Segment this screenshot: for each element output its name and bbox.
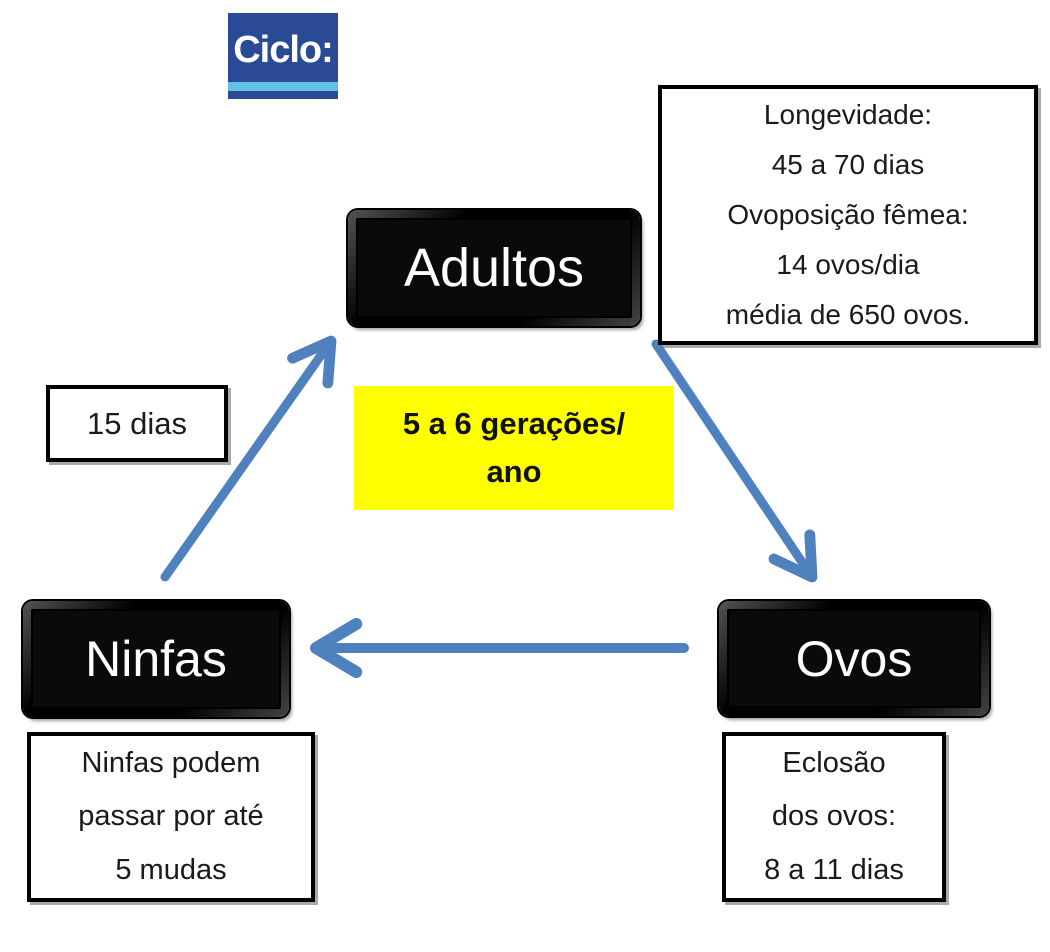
- diagram-title-badge: Ciclo:: [228, 13, 338, 99]
- title-underline-stripe: [228, 82, 338, 91]
- longevity-line: 14 ovos/dia: [776, 248, 920, 280]
- diagram-title: Ciclo:: [233, 29, 334, 71]
- longevity-line: média de 650 ovos.: [725, 298, 971, 330]
- nymph-duration-label: 15 dias: [87, 405, 187, 441]
- longevity-callout: Longevidade: 45 a 70 dias Ovoposição fêm…: [658, 85, 1038, 345]
- ovos-info-callout: Eclosão dos ovos: 8 a 11 dias: [722, 732, 946, 902]
- node-ninfas: Ninfas: [23, 601, 289, 717]
- node-adultos-label: Adultos: [403, 238, 585, 298]
- ninfas-info-line: passar por até: [78, 800, 264, 833]
- generations-highlight: 5 a 6 gerações/ ano: [354, 386, 674, 510]
- ovos-info-line: Eclosão: [782, 746, 886, 779]
- longevity-line: 45 a 70 dias: [771, 149, 925, 181]
- ninfas-info-callout: Ninfas podem passar por até 5 mudas: [27, 732, 315, 902]
- node-ovos-label: Ovos: [795, 630, 913, 687]
- ninfas-info-line: Ninfas podem: [81, 746, 261, 779]
- node-ninfas-label: Ninfas: [85, 631, 227, 687]
- node-ovos: Ovos: [719, 601, 989, 716]
- longevity-line: Ovoposição fêmea:: [727, 199, 969, 231]
- generations-line: 5 a 6 gerações/: [402, 405, 626, 441]
- nymph-duration-callout: 15 dias: [46, 385, 228, 462]
- node-adultos: Adultos: [348, 210, 640, 326]
- generations-line: ano: [486, 454, 542, 489]
- arrow-adultos-to-ovos: [651, 339, 818, 583]
- ninfas-info-line: 5 mudas: [115, 853, 227, 886]
- longevity-line: Longevidade:: [763, 99, 933, 131]
- ovos-info-line: dos ovos:: [771, 800, 897, 833]
- ovos-info-line: 8 a 11 dias: [764, 853, 904, 886]
